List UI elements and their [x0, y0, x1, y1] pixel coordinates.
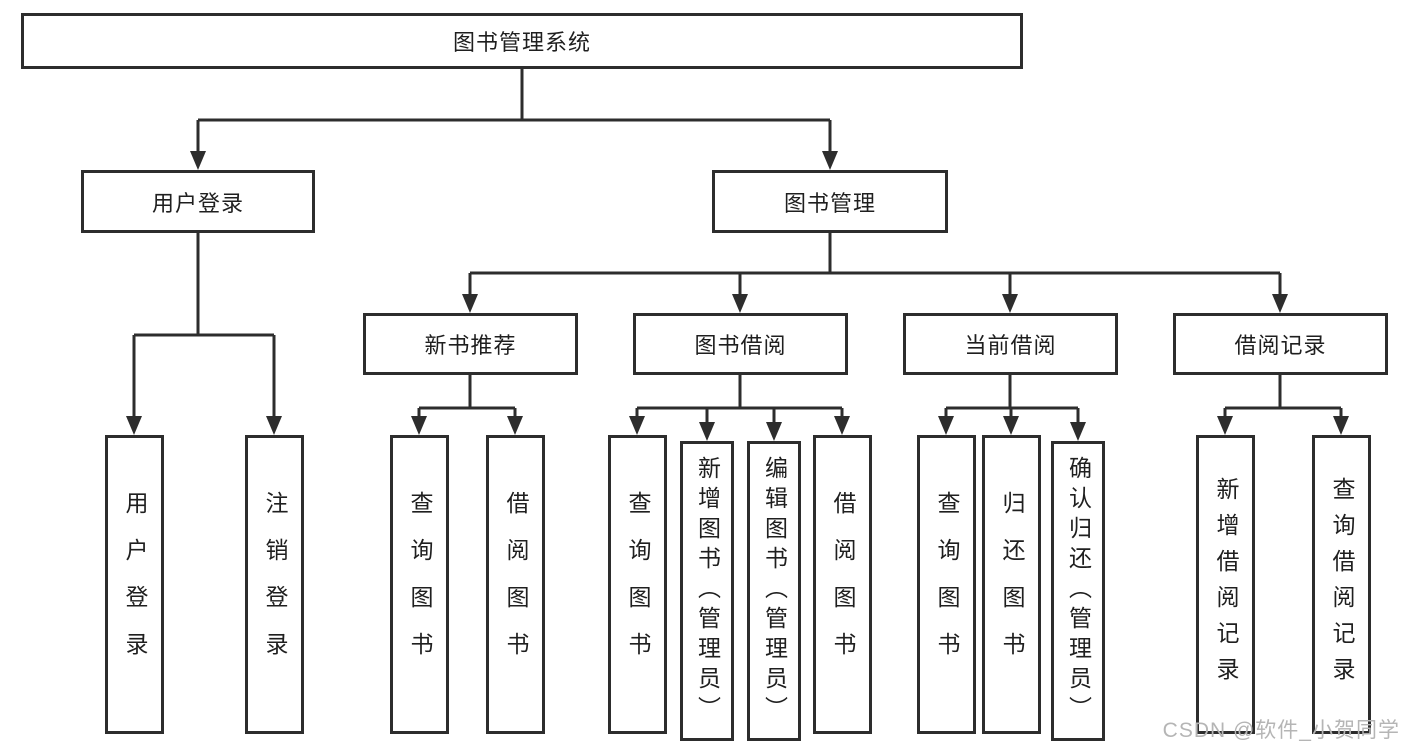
- leaf-logout: 注销登录: [245, 435, 304, 734]
- node-borrowing-records: 借阅记录: [1173, 313, 1388, 375]
- leaf-borrowing-borrow-books: 借阅图书: [813, 435, 872, 734]
- leaf-current-query-books: 查询图书: [917, 435, 976, 734]
- watermark: CSDN @软件_小贺同学: [1162, 719, 1400, 742]
- node-current-borrowing: 当前借阅: [903, 313, 1118, 375]
- leaf-current-return-books: 归还图书: [982, 435, 1041, 734]
- leaf-recommend-query-books: 查询图书: [390, 435, 449, 734]
- node-library-system: 图书管理系统: [21, 13, 1023, 69]
- node-book-management: 图书管理: [712, 170, 948, 233]
- leaf-recommend-borrow-books: 借阅图书: [486, 435, 545, 734]
- leaf-user-login: 用户登录: [105, 435, 164, 734]
- leaf-records-add-record: 新增借阅记录: [1196, 435, 1255, 734]
- node-user-login: 用户登录: [81, 170, 315, 233]
- node-book-borrowing: 图书借阅: [633, 313, 848, 375]
- leaf-borrowing-edit-books-admin: 编辑图书（管理员）: [747, 441, 801, 741]
- leaf-borrowing-query-books: 查询图书: [608, 435, 667, 734]
- leaf-current-confirm-return-admin: 确认归还（管理员）: [1051, 441, 1105, 741]
- leaf-borrowing-add-books-admin: 新增图书（管理员）: [680, 441, 734, 741]
- node-new-book-recommend: 新书推荐: [363, 313, 578, 375]
- leaf-records-query-record: 查询借阅记录: [1312, 435, 1371, 734]
